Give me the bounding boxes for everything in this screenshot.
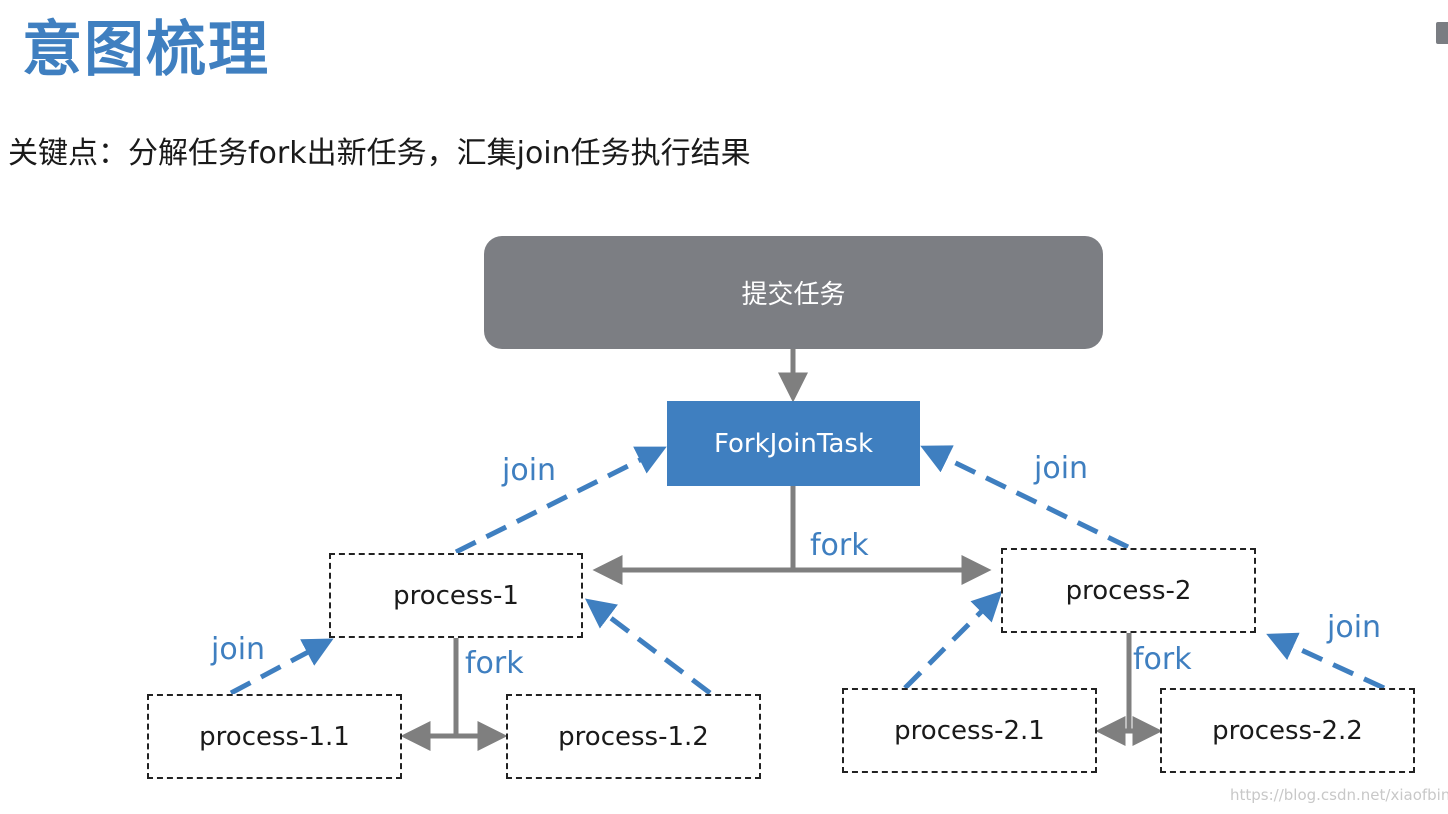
page-title: 意图梳理	[22, 15, 270, 85]
edge-join-p22-to-p2	[1266, 632, 1386, 691]
page-subtitle: 关键点：分解任务fork出新任务，汇集join任务执行结果	[8, 136, 751, 171]
edge-join-p1-to-fjt	[454, 446, 667, 555]
node-process-1-2: process-1.2	[506, 694, 761, 779]
node-process-2: process-2	[1001, 548, 1256, 633]
corner-tab-icon	[1436, 22, 1448, 44]
node-forkjointask: ForkJoinTask	[667, 401, 920, 486]
label-join-p22: join	[1327, 610, 1382, 645]
label-join-p11: join	[211, 632, 266, 667]
node-process-2-2: process-2.2	[1160, 688, 1415, 773]
edge-join-p12-to-p1	[585, 598, 712, 695]
label-fork-p1: fork	[465, 646, 524, 681]
node-process-2-1: process-2.1	[842, 688, 1097, 773]
node-process-1-1: process-1.1	[147, 694, 402, 779]
label-fork-p2: fork	[1133, 642, 1192, 677]
edge-join-p21-to-p2	[903, 590, 1003, 690]
label-join-p1: join	[502, 453, 557, 488]
node-submit-task: 提交任务	[484, 236, 1103, 349]
label-join-p2: join	[1034, 451, 1089, 486]
edge-join-p11-to-p1	[229, 638, 334, 696]
edge-join-p2-to-fjt	[920, 445, 1130, 550]
label-fork-main: fork	[810, 528, 869, 563]
node-process-1: process-1	[329, 553, 583, 638]
watermark-text: https://blog.csdn.net/xiaofbing	[1230, 786, 1448, 804]
